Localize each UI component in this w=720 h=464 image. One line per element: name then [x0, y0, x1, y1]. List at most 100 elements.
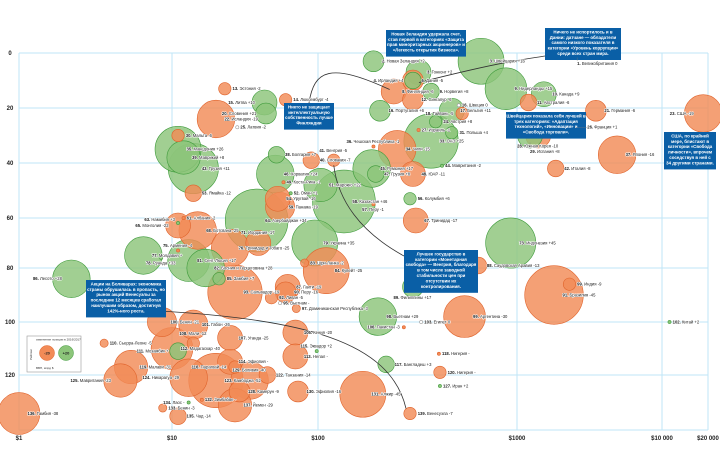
point-label: 42. Италия -8 [564, 166, 591, 171]
point-name: Гаити [303, 284, 315, 289]
point-label: 118. Нигерия - [442, 351, 470, 356]
point-label: 105. Кения -20 [304, 330, 333, 335]
point-rank: 75. [163, 243, 170, 248]
point-label: 123. Камбоджа -52 [224, 378, 261, 383]
point-rank: 22. [224, 116, 231, 121]
point-label: 39. Маврикий +8 [192, 155, 225, 160]
point-rank: 130. [307, 389, 316, 394]
bubble [300, 258, 310, 268]
point-change: 0 [448, 319, 451, 324]
point-rank: 81. [197, 258, 204, 263]
point-label: 71. Иордания -17 [241, 230, 275, 235]
x-tick-label: $10 000 [651, 436, 673, 442]
bubble [103, 363, 138, 398]
point-name: Новая Зеландия [387, 59, 420, 64]
point-rank: 16. [462, 103, 469, 108]
point-name: Гонконг [432, 70, 448, 75]
point-label: 51. Марокко +22 [329, 182, 362, 187]
bubble [52, 259, 91, 298]
bubble [404, 71, 422, 90]
bubble [585, 100, 607, 122]
point-label: 11. Австралия -6 [537, 100, 570, 105]
point-change: +16 [518, 59, 526, 64]
point-name: Тайвань [432, 111, 449, 116]
bubble [416, 128, 421, 132]
x-tick-label: $1000 [509, 436, 526, 442]
bubble [196, 99, 236, 139]
point-rank: 36. [347, 139, 354, 144]
point-name: Боливия [242, 367, 260, 372]
point-change: +7 [250, 276, 255, 281]
point-name: Танзания [285, 372, 304, 377]
point-label: 48. ЮАР -11 [421, 171, 445, 176]
point-name: Мавритания [452, 163, 477, 168]
point-rank: 122. [276, 372, 285, 377]
bubble [169, 407, 187, 425]
point-rank: 119. [140, 364, 149, 369]
point-change: -4 [325, 97, 329, 102]
bubble [422, 82, 440, 101]
bubble [339, 370, 387, 418]
point-rank: 99. [577, 282, 584, 287]
point-name: Китай [682, 319, 694, 324]
point-label: 29. Испания +8 [530, 149, 560, 154]
point-name: Украина [330, 240, 347, 245]
point-label: 101. Габон -26 [202, 322, 231, 327]
point-change: -16 [312, 290, 319, 295]
point-rank: 127. [443, 383, 452, 388]
point-rank: 20. [222, 111, 229, 116]
point-label: 91. Бразилия -45 [563, 292, 597, 297]
callout-box [664, 132, 716, 170]
point-rank: 92. [279, 295, 286, 300]
point-rank: 136. [28, 411, 37, 416]
point-rank: 113. [304, 354, 313, 359]
point-rank: 91. [563, 292, 570, 297]
point-label: 110. Сьерра-Леоне -5 [110, 341, 153, 346]
bubble [245, 230, 272, 256]
point-change: -14 [305, 372, 312, 377]
point-label: 21. Германия -6 [604, 108, 635, 113]
point-change: -19 [688, 111, 695, 116]
bubble [402, 89, 424, 111]
point-rank: 129. [233, 367, 242, 372]
point-name: Маврикий [199, 155, 219, 160]
bubble [484, 67, 528, 110]
legend-positive-label: +20 [63, 351, 71, 356]
point-name: Албания [194, 215, 212, 220]
point-label: 84. Кувейт -25 [335, 268, 363, 273]
point-change: -19 [312, 204, 319, 209]
point-name: Ботсвана [213, 228, 232, 233]
point-change: -2 [477, 163, 481, 168]
point-name: Япония [633, 152, 649, 157]
callout-text: Новая Зеландия удержала счет,став первой… [387, 31, 465, 52]
point-rank: 9. [514, 86, 519, 91]
point-rank: 71. [241, 230, 248, 235]
point-label: 9. Нидерланды +15 [514, 86, 552, 91]
point-change: +17 [424, 295, 432, 300]
point-name: Франция [594, 125, 612, 130]
point-name: Камбоджа [234, 378, 255, 383]
point-label: 35. Македония +26 [187, 147, 225, 152]
bubble [169, 342, 187, 360]
point-rank: 77. [152, 253, 159, 258]
point-rank: 137. [243, 403, 252, 408]
point-rank: 83. [310, 260, 317, 265]
point-label: 112. Мадагаскар -40 [181, 346, 221, 351]
point-rank: 135. [187, 414, 196, 419]
arrow-dk [418, 55, 546, 83]
bubble [274, 281, 297, 303]
bubble [436, 351, 441, 356]
point-change: +15 [545, 86, 553, 91]
point-name: Перу [369, 207, 380, 212]
point-name: Тринидад и Тобаго [246, 245, 284, 250]
point-change: -19 [252, 116, 259, 121]
bubble [99, 338, 109, 348]
point-label: 8. Финляндия -6 [402, 89, 434, 94]
bubble [455, 107, 469, 121]
point-rank: 10. [552, 92, 559, 97]
point-rank: 34. [406, 147, 413, 152]
point-rank: 67. [424, 218, 431, 223]
point-name: Мозамбик [145, 349, 166, 354]
